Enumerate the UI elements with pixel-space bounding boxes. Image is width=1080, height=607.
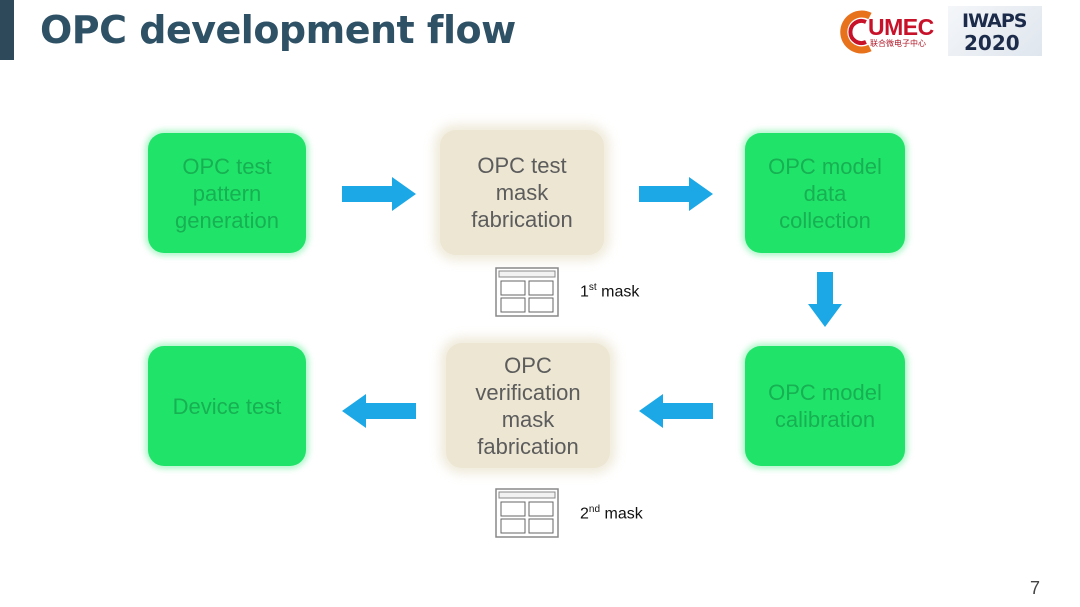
- mask-word: mask: [604, 505, 643, 523]
- title-accent-bar: [0, 0, 14, 60]
- page-title: OPC development flow: [40, 8, 516, 52]
- umec-logo-text: UMEC: [868, 14, 934, 40]
- step-model-calibration: OPC model calibration: [745, 346, 905, 466]
- mask-word: mask: [601, 283, 640, 301]
- step-label: OPC test pattern generation: [175, 153, 279, 233]
- step-label: OPC test mask fabrication: [471, 153, 573, 232]
- mask-label-second: 2nd mask: [580, 504, 643, 523]
- step-test-pattern-generation: OPC test pattern generation: [148, 133, 306, 253]
- step-device-test: Device test: [148, 346, 306, 466]
- arrow-left-icon: [342, 394, 416, 428]
- mask-ordinal-suffix: st: [588, 282, 597, 293]
- step-test-mask-fabrication: OPC test mask fabrication: [440, 130, 604, 255]
- step-label: OPC model data collection: [768, 153, 882, 233]
- mask-layout-icon: [495, 267, 559, 317]
- iwaps-logo: IWAPS 2020: [948, 6, 1042, 56]
- mask-label-first: 1st mask: [580, 282, 639, 301]
- mask-layout-icon: [495, 488, 559, 538]
- mask-ordinal-suffix: nd: [588, 504, 601, 515]
- arrow-right-icon: [639, 177, 713, 211]
- page-number: 7: [1029, 578, 1040, 598]
- mask-number: 1: [580, 283, 589, 301]
- iwaps-logo-year: 2020: [964, 31, 1020, 55]
- iwaps-logo-name: IWAPS: [962, 10, 1027, 32]
- umec-swirl-icon: [840, 10, 872, 54]
- arrow-left-icon: [639, 394, 713, 428]
- umec-logo: UMEC 联合微电子中心: [840, 8, 940, 56]
- step-label: Device test: [172, 393, 282, 419]
- step-model-data-collection: OPC model data collection: [745, 133, 905, 253]
- step-verification-mask-fabrication: OPC verification mask fabrication: [446, 343, 610, 468]
- arrow-down-icon: [808, 272, 842, 327]
- mask-number: 2: [580, 505, 589, 523]
- step-label: OPC model calibration: [768, 380, 882, 432]
- arrow-right-icon: [342, 177, 416, 211]
- umec-logo-subtitle: 联合微电子中心: [870, 39, 926, 48]
- step-label: OPC verification mask fabrication: [475, 352, 581, 459]
